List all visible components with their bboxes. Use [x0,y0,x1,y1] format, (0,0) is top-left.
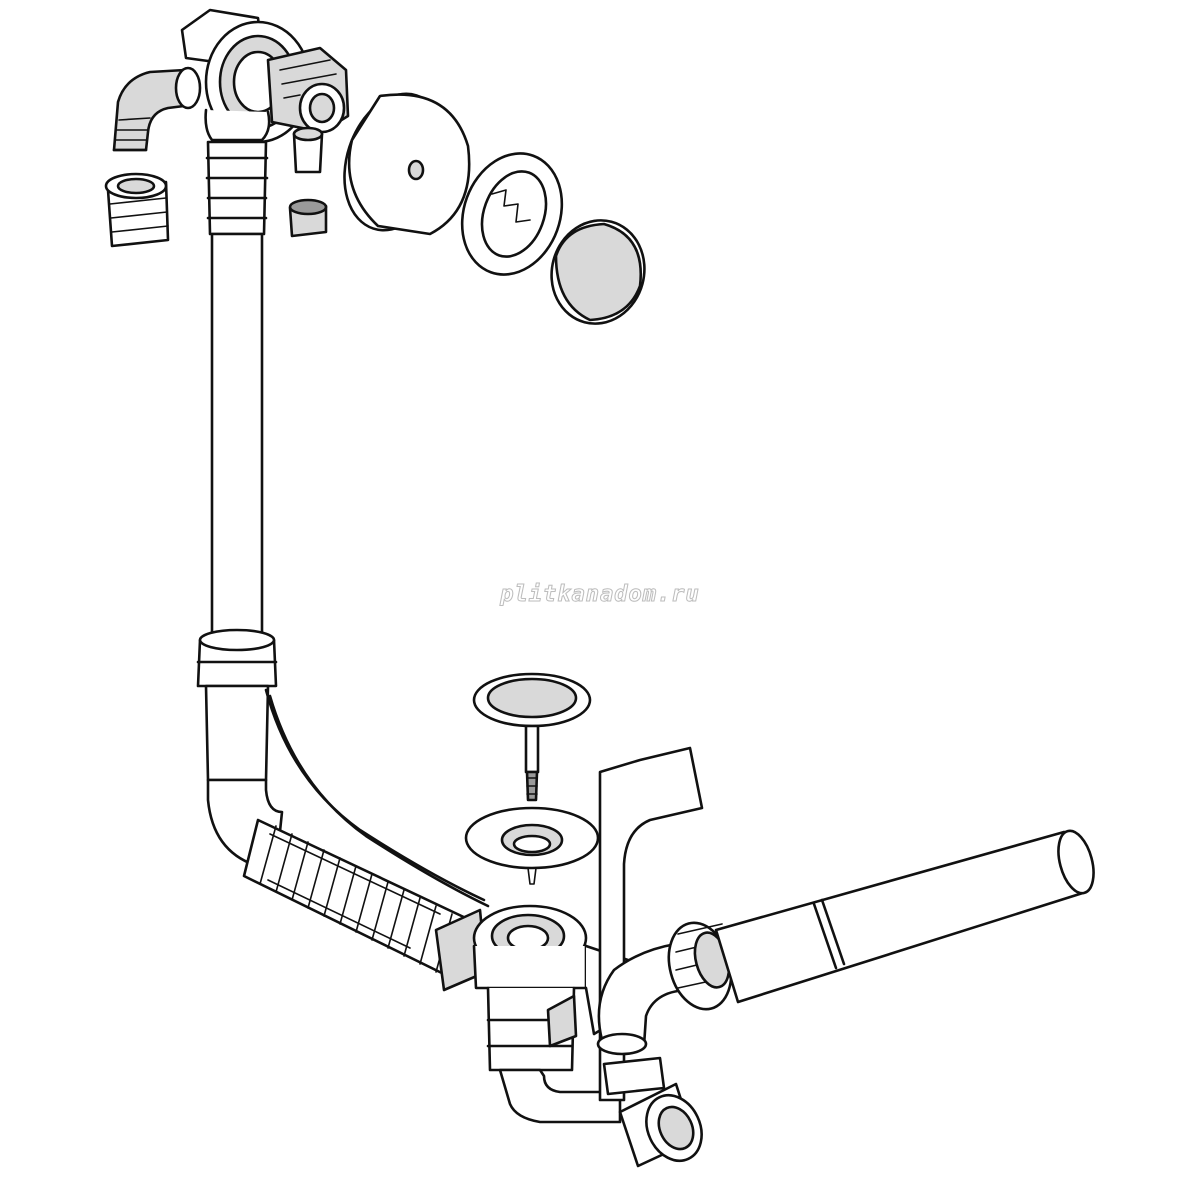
strainer-flange [464,806,600,885]
overflow-control-cartridge [266,46,350,174]
outlet-connector-nut [667,921,733,1011]
bowden-cable [264,688,490,908]
small-sleeve-insert [288,198,328,238]
overflow-pipe-vertical [196,140,278,782]
corrugated-hose [242,818,488,992]
outlet-pipe [714,829,1095,1004]
overflow-cover-rosette-large [343,92,471,236]
overflow-cap [550,219,646,325]
plug-stem-screw [524,724,540,802]
trap-side-elbow [596,942,688,1096]
bottom-outlet-socket [618,1082,703,1168]
overflow-mounting-ring [460,152,564,276]
threaded-nut [104,172,170,248]
plug-cap-disc [472,672,592,728]
trap-elbow [598,746,704,1102]
